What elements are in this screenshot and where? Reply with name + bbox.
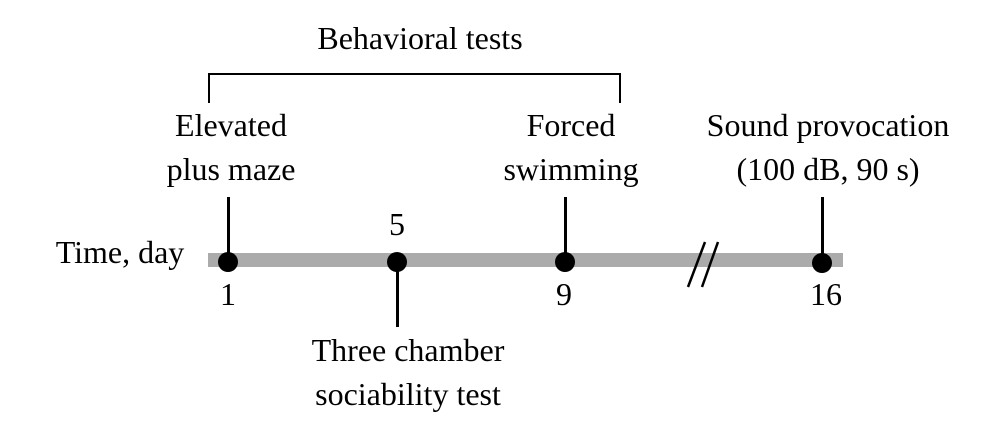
day-number-5: 5	[389, 206, 405, 242]
timeline-marker-day5	[387, 252, 407, 272]
event-label-elevated-plus-maze: Elevated plus maze	[166, 107, 296, 187]
timeline-bar	[208, 253, 843, 267]
timeline-marker-day16	[812, 253, 832, 273]
day-number-1: 1	[220, 276, 236, 312]
time-axis-label: Time, day	[55, 234, 185, 270]
connector-line-day5	[396, 262, 399, 327]
axis-break-icon	[686, 241, 720, 288]
connector-line-day9	[564, 197, 567, 254]
day-number-9: 9	[556, 276, 572, 312]
connector-line-day1	[227, 197, 230, 254]
timeline-marker-day1	[218, 252, 238, 272]
event-label-three-chamber-sociability: Three chamber sociability test	[311, 332, 505, 412]
day-number-16: 16	[810, 276, 842, 312]
event-label-forced-swimming: Forced swimming	[503, 107, 639, 187]
connector-line-day16	[821, 197, 824, 255]
figure-title: Behavioral tests	[317, 20, 523, 56]
timeline-marker-day9	[555, 252, 575, 272]
event-label-sound-provocation: Sound provocation (100 dB, 90 s)	[706, 107, 950, 187]
behavioral-tests-bracket	[208, 73, 621, 103]
